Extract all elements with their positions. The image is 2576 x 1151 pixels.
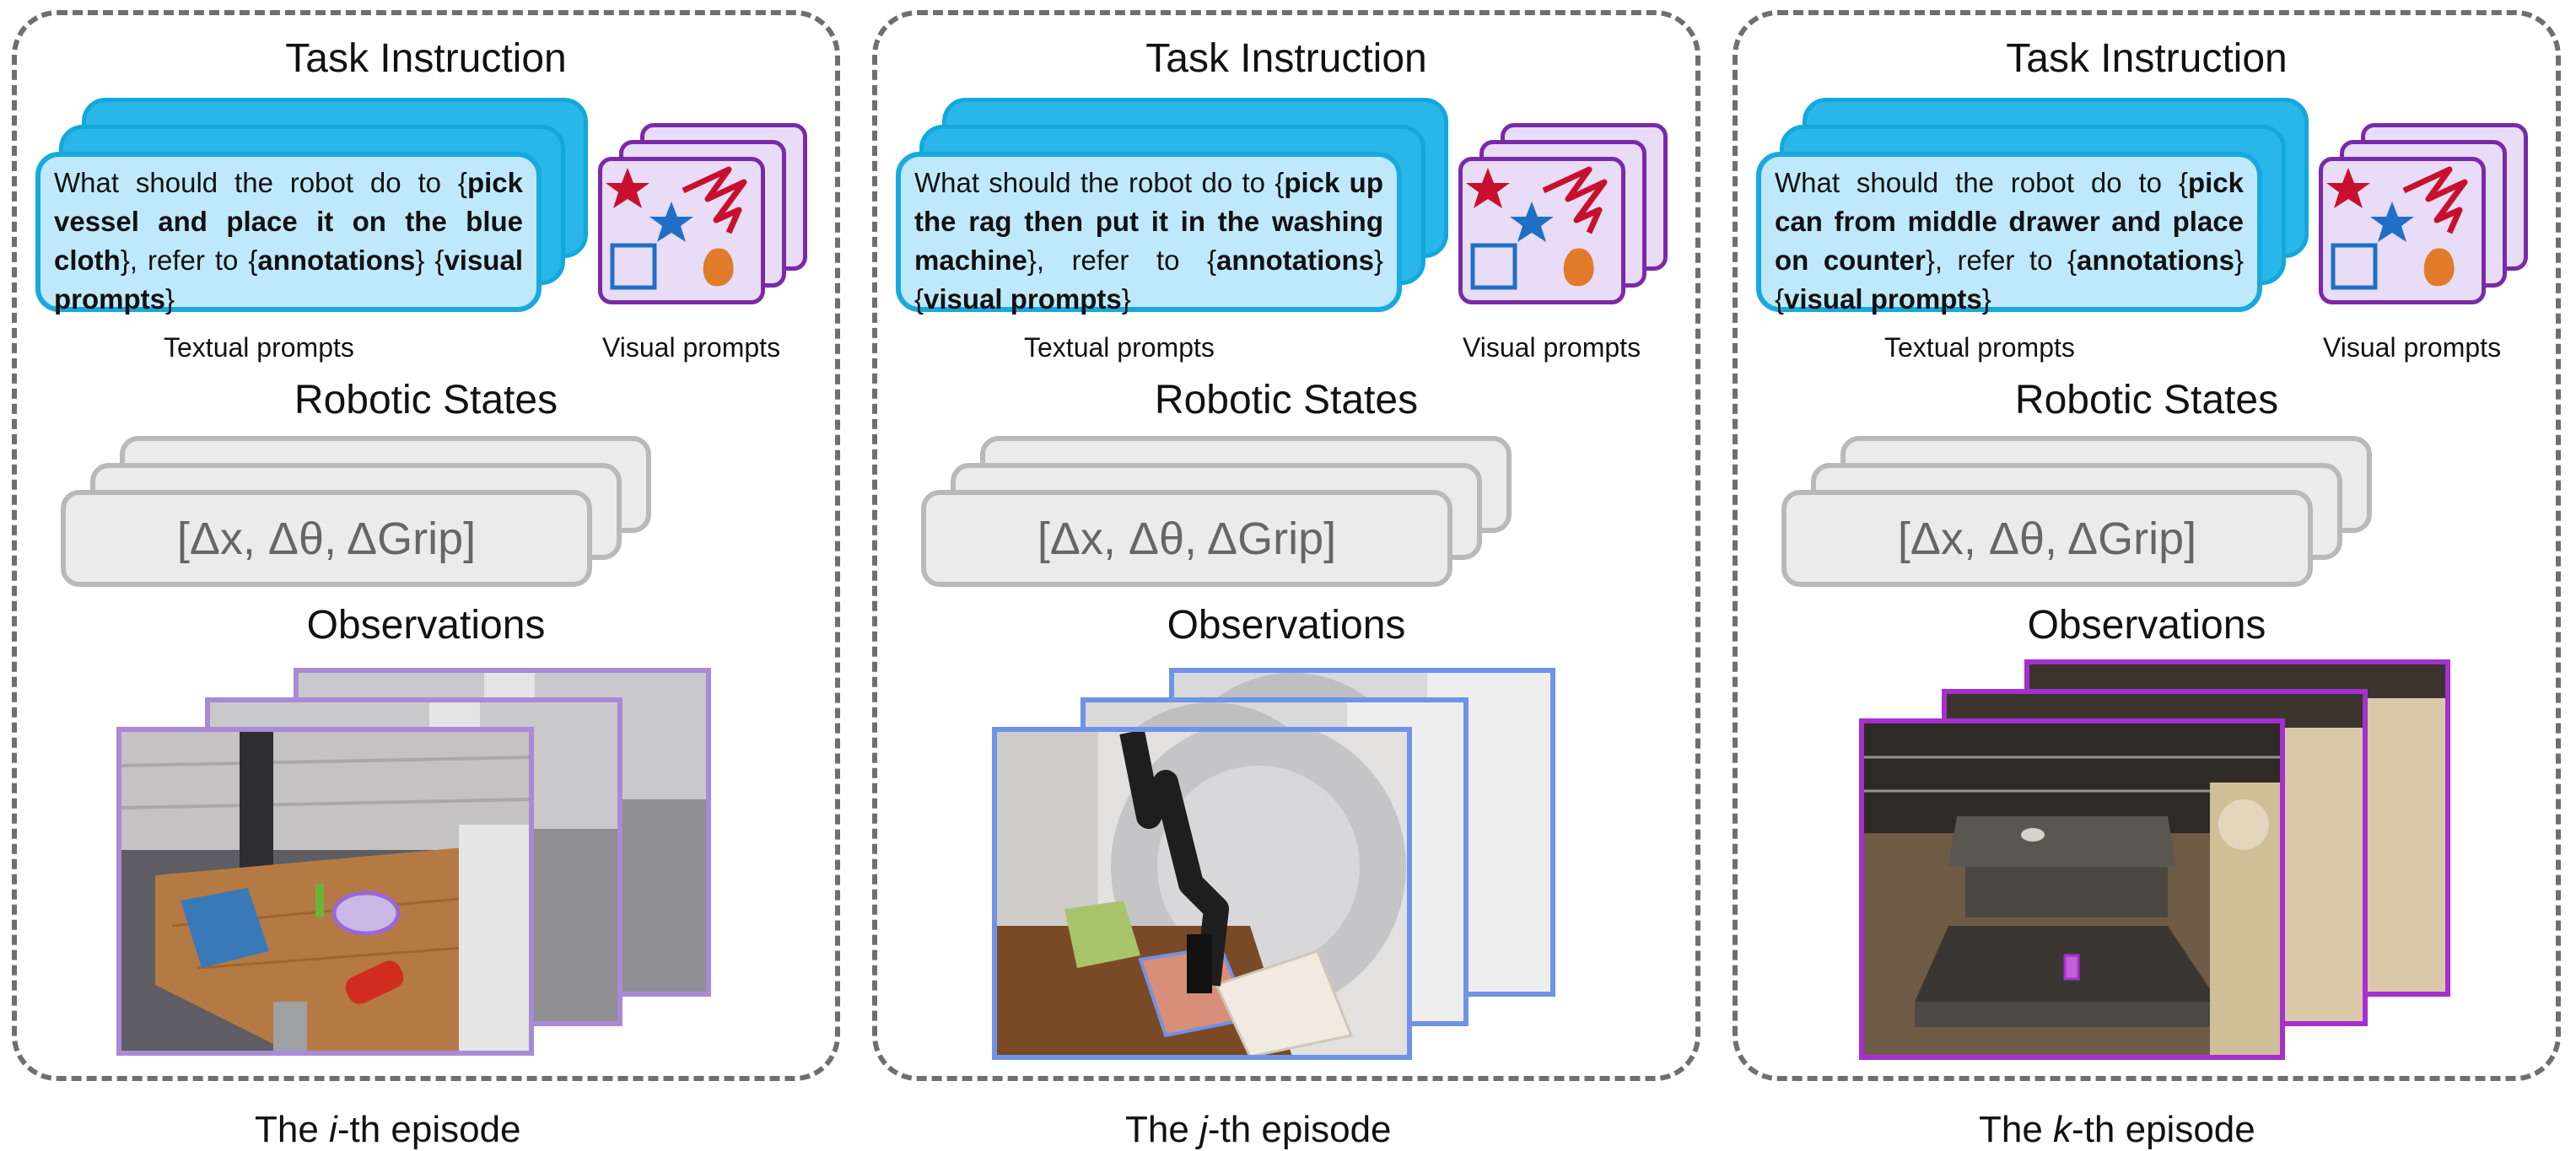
- state-card: [Δx, Δθ, ΔGrip]: [921, 490, 1452, 587]
- prompt-card-front: What should the robot do to {pick up the…: [896, 152, 1402, 315]
- blue-star-icon: [649, 202, 693, 242]
- observations-title: Observations: [2027, 603, 2266, 648]
- task-instruction-title: Task Instruction: [285, 36, 567, 81]
- blue-square-icon: [1470, 243, 1517, 290]
- episode-panel-i: Task Instruction What should the robot d…: [12, 10, 840, 1150]
- prompt-card-front: What should the robot do to {pick vessel…: [35, 152, 542, 315]
- red-star-icon: [2326, 168, 2370, 208]
- visual-prompt-card: [2319, 157, 2486, 304]
- blue-star-icon: [2370, 202, 2414, 242]
- visual-prompts-caption: Visual prompts: [2323, 332, 2502, 363]
- dashed-frame: [1733, 10, 2561, 1081]
- visual-prompts-caption: Visual prompts: [1463, 332, 1641, 363]
- state-stack: [Δx, Δθ, ΔGrip]: [1781, 436, 2406, 605]
- kitchen-scene-image: [121, 732, 529, 1051]
- dashed-frame: [12, 10, 840, 1081]
- task-instruction-title: Task Instruction: [2006, 36, 2288, 81]
- blue-square-icon: [610, 243, 657, 290]
- visual-prompts-caption: Visual prompts: [602, 332, 781, 363]
- dashed-frame: [872, 10, 1700, 1081]
- state-vector: [Δx, Δθ, ΔGrip]: [1897, 513, 2197, 564]
- state-vector: [Δx, Δθ, ΔGrip]: [176, 513, 477, 564]
- episode-caption: The k-th episode: [1979, 1109, 2255, 1150]
- state-stack: [Δx, Δθ, ΔGrip]: [921, 436, 1545, 605]
- visual-prompt-card: [1458, 157, 1625, 304]
- state-stack: [Δx, Δθ, ΔGrip]: [61, 436, 685, 605]
- task-instruction-title: Task Instruction: [1145, 36, 1427, 81]
- orange-blob-icon: [1563, 248, 1594, 287]
- visual-prompt-icons: [1466, 166, 1608, 290]
- visual-prompt-stack: [2319, 120, 2538, 322]
- visual-prompt-card: [598, 157, 765, 304]
- orange-blob-icon: [2423, 248, 2455, 287]
- episode-panel-k: Task Instruction What should the robot d…: [1733, 10, 2561, 1150]
- robotic-states-title: Robotic States: [2014, 378, 2279, 422]
- observation-frame-front: [1859, 718, 2285, 1060]
- state-vector: [Δx, Δθ, ΔGrip]: [1037, 513, 1337, 564]
- drawer-scene-image: [1864, 723, 2280, 1055]
- prompt-card-front: What should the robot do to {pick can fr…: [1756, 152, 2262, 315]
- state-card: [Δx, Δθ, ΔGrip]: [61, 490, 592, 587]
- red-star-icon: [1466, 168, 1510, 208]
- textual-prompts-caption: Textual prompts: [1884, 332, 2075, 363]
- textual-prompt-stack: What should the robot do to {pick up the…: [896, 93, 1448, 337]
- blue-square-icon: [2331, 243, 2378, 290]
- prompt-text: What should the robot do to {pick can fr…: [1775, 167, 2244, 315]
- robotic-states-title: Robotic States: [1154, 378, 1419, 422]
- visual-prompt-stack: [1458, 120, 1678, 322]
- episode-panel-j: Task Instruction What should the robot d…: [872, 10, 1700, 1150]
- red-star-icon: [606, 168, 649, 208]
- observations-title: Observations: [1167, 603, 1406, 648]
- observation-stack: [1859, 659, 2466, 1081]
- episode-caption: The j-th episode: [1125, 1109, 1392, 1150]
- washing-machine-scene-image: [997, 732, 1407, 1055]
- robotic-states-title: Robotic States: [294, 378, 558, 422]
- red-scribble-icon: [682, 166, 747, 234]
- visual-prompt-icons: [2326, 166, 2468, 290]
- observations-title: Observations: [306, 603, 546, 648]
- visual-prompt-stack: [598, 120, 817, 322]
- observation-frame-front: [116, 727, 534, 1056]
- observation-stack: [992, 668, 1599, 1089]
- state-card: [Δx, Δθ, ΔGrip]: [1781, 490, 2313, 587]
- red-scribble-icon: [1542, 166, 1608, 234]
- prompt-text: What should the robot do to {pick up the…: [914, 167, 1383, 315]
- observation-frame-front: [992, 727, 1412, 1060]
- textual-prompt-stack: What should the robot do to {pick can fr…: [1756, 93, 2309, 337]
- observation-stack: [116, 668, 724, 1089]
- red-scribble-icon: [2402, 166, 2468, 234]
- prompt-text: What should the robot do to {pick vessel…: [54, 167, 523, 315]
- orange-blob-icon: [703, 248, 734, 287]
- blue-star-icon: [1510, 202, 1554, 242]
- episode-caption: The i-th episode: [255, 1109, 521, 1150]
- textual-prompts-caption: Textual prompts: [164, 332, 354, 363]
- textual-prompts-caption: Textual prompts: [1024, 332, 1215, 363]
- textual-prompt-stack: What should the robot do to {pick vessel…: [35, 93, 588, 337]
- visual-prompt-icons: [606, 166, 747, 290]
